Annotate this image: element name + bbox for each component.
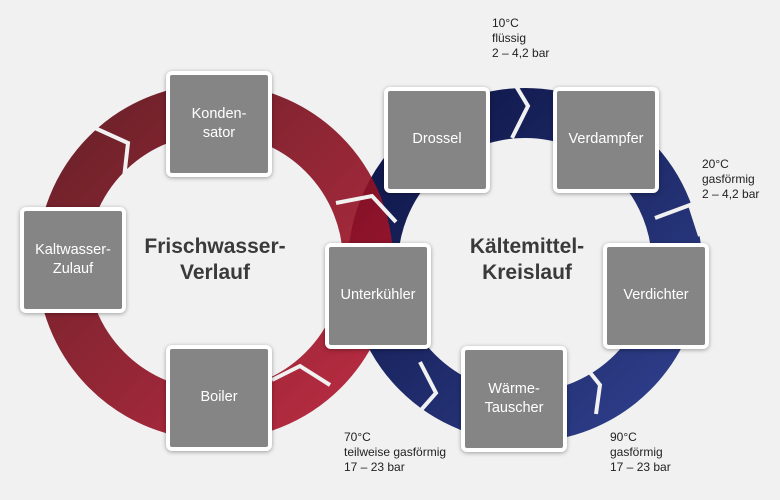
component-unterkuehler: Unterkühler bbox=[325, 243, 431, 349]
ref-chevron-3 bbox=[578, 358, 603, 415]
note-after-drossel: 10°C flüssig 2 – 4,2 bar bbox=[492, 16, 550, 60]
water-chevron-2 bbox=[271, 363, 332, 387]
component-waermetauscher: Wärme- Tauscher bbox=[461, 346, 567, 452]
ref-chevron-1 bbox=[508, 74, 531, 139]
refrigerant-cycle-title: Kältemittel- Kreislauf bbox=[469, 235, 585, 284]
note-after-verdichter: 90°C gasförmig 17 – 23 bar bbox=[610, 430, 671, 474]
component-verdampfer: Verdampfer bbox=[553, 87, 659, 193]
ref-chevron-2 bbox=[654, 202, 702, 237]
ref-chevron-4 bbox=[412, 361, 439, 420]
component-kaltwasser-zulauf: Kaltwasser- Zulauf bbox=[20, 207, 126, 313]
water-chevron-3 bbox=[335, 193, 398, 224]
component-drossel: Drossel bbox=[384, 87, 490, 193]
component-verdichter: Verdichter bbox=[603, 243, 709, 349]
component-boiler: Boiler bbox=[166, 345, 272, 451]
water-cycle-title: Frischwasser- Verlauf bbox=[144, 235, 286, 284]
water-chevron-1 bbox=[94, 126, 131, 179]
note-after-waermetauscher: 70°C teilweise gasförmig 17 – 23 bar bbox=[344, 430, 447, 474]
component-kondensator: Konden- sator bbox=[166, 71, 272, 177]
note-after-verdampfer: 20°C gasförmig 2 – 4,2 bar bbox=[702, 157, 760, 201]
